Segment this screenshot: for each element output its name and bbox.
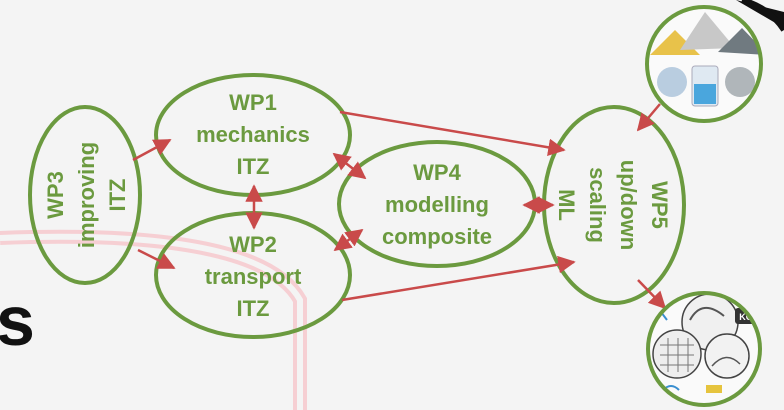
arrow-wp1-wp4 — [332, 152, 367, 180]
arrow-wp1-wp5 — [339, 110, 566, 156]
wp3-line-1: WP3 — [43, 171, 68, 219]
wp2-line-3: ITZ — [237, 296, 270, 321]
arrow-materials-wp5 — [636, 103, 661, 132]
node-wp4-label: WP4 modelling composite — [382, 160, 492, 249]
wp4-line-1: WP4 — [413, 160, 461, 185]
wp1-line-3: ITZ — [237, 154, 270, 179]
wp3-line-3: ITZ — [105, 179, 130, 212]
wp5-line-2: up/down — [616, 160, 641, 250]
wp4-line-3: composite — [382, 224, 492, 249]
wp5-line-1: WP5 — [647, 181, 672, 229]
arrow-wp2-wp4 — [333, 228, 364, 252]
wp2-line-1: WP2 — [229, 232, 277, 257]
node-wp3-ellipse — [28, 105, 142, 285]
materials-icon — [645, 5, 763, 123]
arrows — [132, 103, 667, 310]
partial-glyph-s: s — [0, 282, 35, 360]
wp2-line-2: transport — [205, 264, 302, 289]
wp3-line-2: improving — [74, 142, 99, 248]
arrow-wp3-wp1 — [132, 138, 172, 162]
wp1-line-2: mechanics — [196, 122, 310, 147]
wp5-line-4: ML — [554, 189, 579, 221]
structures-icon: KG — [646, 291, 762, 407]
node-wp2-label: WP2 transport ITZ — [205, 232, 302, 321]
wp1-line-1: WP1 — [229, 90, 277, 115]
wp4-line-2: modelling — [385, 192, 489, 217]
arrow-wp5-structures — [637, 279, 667, 310]
node-wp5-label: WP5 up/down scaling ML — [554, 160, 672, 250]
node-wp1-label: WP1 mechanics ITZ — [196, 90, 310, 179]
arrow-wp3-wp2 — [137, 248, 176, 270]
node-wp3-label: WP3 improving ITZ — [43, 142, 130, 248]
wp5-line-3: scaling — [585, 167, 610, 243]
arrow-wp2-wp5 — [341, 255, 576, 302]
weight-kg-label: KG — [739, 312, 753, 322]
